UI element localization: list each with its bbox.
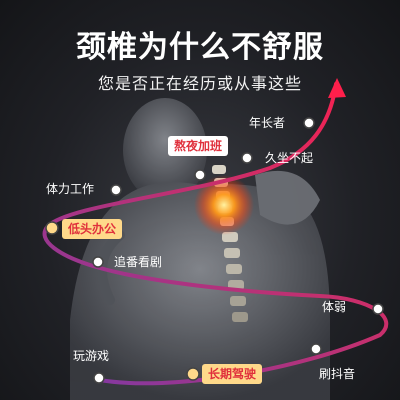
marker-gaming [93, 372, 105, 384]
neck-pain-glow [194, 175, 254, 235]
marker-manual-work [110, 184, 122, 196]
marker-long-sitting [241, 152, 253, 164]
label-gaming: 玩游戏 [73, 349, 110, 363]
label-short-video: 刷抖音 [319, 367, 356, 381]
label-binge: 追番看剧 [114, 255, 163, 269]
label-old-age: 年长者 [249, 116, 286, 130]
marker-weak [372, 303, 384, 315]
label-driving: 长期驾驶 [202, 364, 263, 384]
arrow-head-icon [328, 78, 346, 98]
label-head-down: 低头办公 [62, 219, 123, 239]
label-weak: 体弱 [322, 300, 347, 314]
trend-curve [42, 82, 389, 386]
marker-old-age [303, 117, 315, 129]
page-subtitle: 您是否正在经历或从事这些 [97, 74, 302, 93]
marker-binge [92, 256, 104, 268]
marker-driving [186, 367, 200, 381]
label-long-sitting: 久坐不起 [265, 151, 314, 165]
marker-overtime [194, 169, 206, 181]
page-title: 颈椎为什么不舒服 [76, 30, 324, 65]
label-overtime: 熬夜加班 [168, 136, 229, 156]
marker-head-down [45, 221, 59, 235]
marker-short-video [310, 343, 322, 355]
label-manual-work: 体力工作 [46, 182, 95, 196]
body-silhouette [70, 98, 330, 400]
